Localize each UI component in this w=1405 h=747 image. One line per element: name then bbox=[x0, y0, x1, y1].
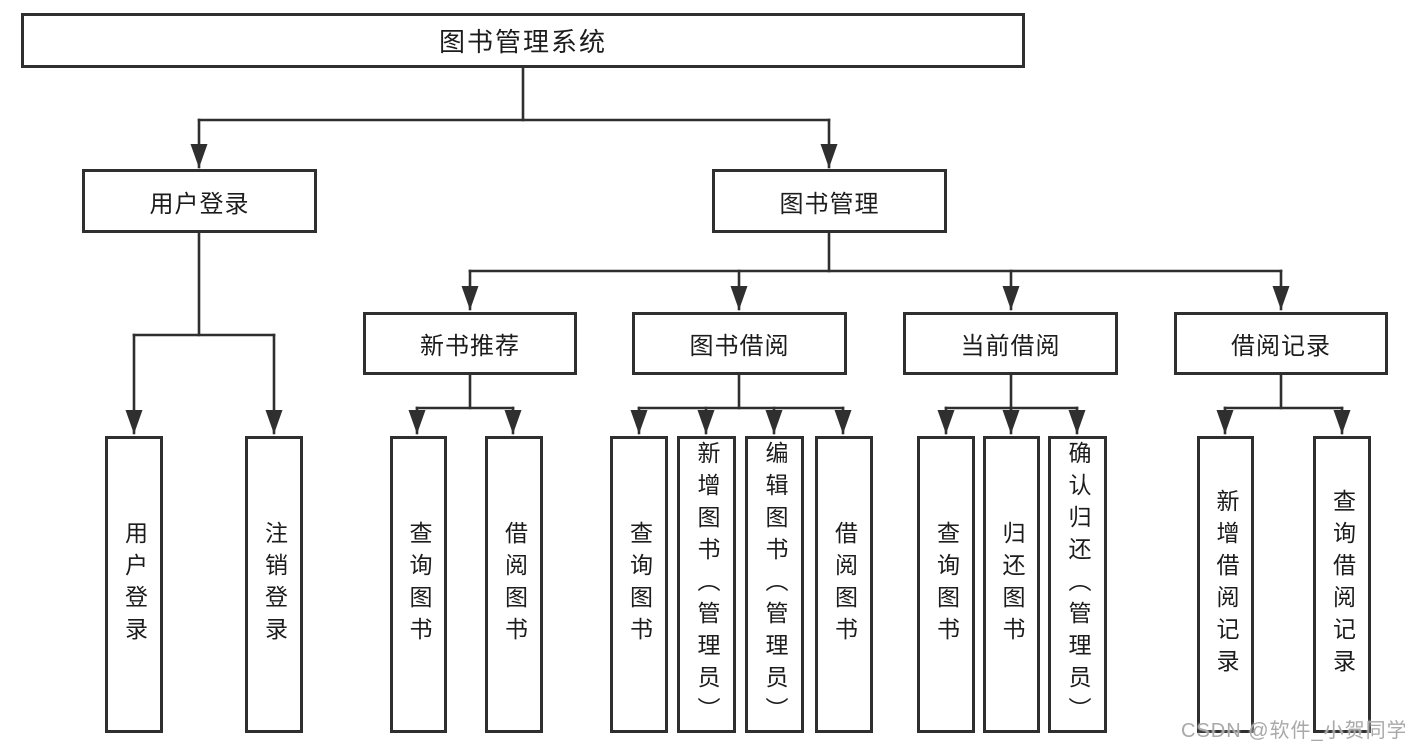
leaf-cb-confirm-return-admin: 确认归还（管理员） bbox=[1048, 436, 1107, 733]
leaf-logout-login: 注销登录 bbox=[245, 436, 303, 733]
leaf-bb-edit-books-admin: 编辑图书（管理员） bbox=[745, 436, 804, 733]
leaf-br-add-record: 新增借阅记录 bbox=[1197, 436, 1254, 733]
node-root: 图书管理系统 bbox=[21, 13, 1025, 68]
leaf-user-login-label: 用户登录 bbox=[121, 520, 148, 649]
node-current-borrowing: 当前借阅 bbox=[903, 312, 1118, 375]
leaf-logout-login-label: 注销登录 bbox=[261, 520, 288, 649]
leaf-cb-query-books: 查询图书 bbox=[917, 436, 975, 733]
node-new-book-recommendation: 新书推荐 bbox=[363, 312, 577, 375]
leaf-cb-confirm-return-admin-label: 确认归还（管理员） bbox=[1065, 440, 1091, 729]
leaf-bb-add-books-admin-label: 新增图书（管理员） bbox=[694, 440, 720, 729]
leaf-cb-return-books-label: 归还图书 bbox=[999, 520, 1025, 649]
leaf-bb-add-books-admin: 新增图书（管理员） bbox=[677, 436, 736, 733]
node-book-management: 图书管理 bbox=[712, 169, 947, 233]
leaf-user-login: 用户登录 bbox=[105, 436, 163, 733]
leaf-nb-borrow-books: 借阅图书 bbox=[485, 436, 543, 733]
node-borrowing-records: 借阅记录 bbox=[1174, 312, 1388, 375]
leaf-bb-query-books: 查询图书 bbox=[610, 436, 668, 733]
leaf-cb-query-books-label: 查询图书 bbox=[933, 520, 960, 649]
leaf-nb-query-books: 查询图书 bbox=[390, 436, 447, 733]
leaf-cb-return-books: 归还图书 bbox=[983, 436, 1040, 733]
leaf-bb-borrow-books: 借阅图书 bbox=[815, 436, 873, 733]
leaf-nb-borrow-books-label: 借阅图书 bbox=[501, 520, 528, 649]
leaf-bb-borrow-books-label: 借阅图书 bbox=[831, 520, 858, 649]
node-user-login: 用户登录 bbox=[82, 169, 317, 233]
leaf-nb-query-books-label: 查询图书 bbox=[406, 520, 432, 649]
node-book-borrowing: 图书借阅 bbox=[632, 312, 847, 375]
leaf-br-add-record-label: 新增借阅记录 bbox=[1213, 488, 1239, 681]
leaf-bb-query-books-label: 查询图书 bbox=[626, 520, 653, 649]
leaf-br-query-record-label: 查询借阅记录 bbox=[1329, 488, 1356, 681]
watermark: CSDN @软件_小贺同学 bbox=[1181, 720, 1405, 742]
leaf-br-query-record: 查询借阅记录 bbox=[1313, 436, 1371, 733]
leaf-bb-edit-books-admin-label: 编辑图书（管理员） bbox=[762, 440, 788, 729]
